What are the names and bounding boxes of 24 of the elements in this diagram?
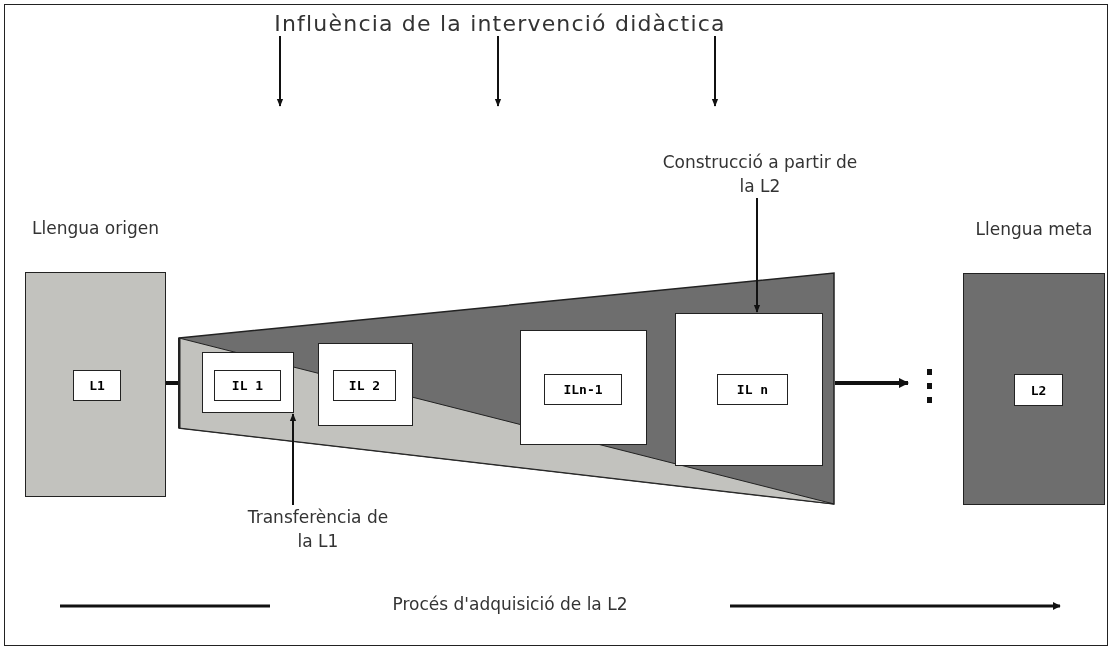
annotation-text: Influència de la intervenció didàctica: [200, 12, 800, 36]
annotation-text: Construcció a partir de la L2: [655, 150, 865, 198]
interlanguage-box: [202, 352, 294, 413]
arrow: [289, 413, 297, 506]
label-box: IL 1: [214, 370, 281, 401]
arrow: [711, 35, 719, 107]
connector-line: [166, 381, 178, 385]
arrow: [276, 35, 284, 107]
interlanguage-box: [318, 343, 413, 426]
label-box: IL n: [717, 374, 788, 405]
arrow: [494, 35, 502, 107]
annotation-text: Transferència de la L1: [238, 505, 398, 553]
label-box: L2: [1014, 374, 1063, 406]
box-heading: Llengua origen: [31, 217, 160, 240]
box-heading: Llengua meta: [974, 218, 1094, 241]
arrow: [753, 197, 761, 313]
interlanguage-box: [675, 313, 823, 466]
process-label: Procés d'adquisició de la L2: [391, 593, 629, 616]
interlanguage-box: [520, 330, 647, 445]
arrow: [835, 377, 910, 389]
label-box: ILn-1: [544, 374, 622, 405]
label-box: L1: [73, 370, 121, 401]
wedge-shape: [178, 272, 835, 505]
label-box: IL 2: [333, 370, 396, 401]
